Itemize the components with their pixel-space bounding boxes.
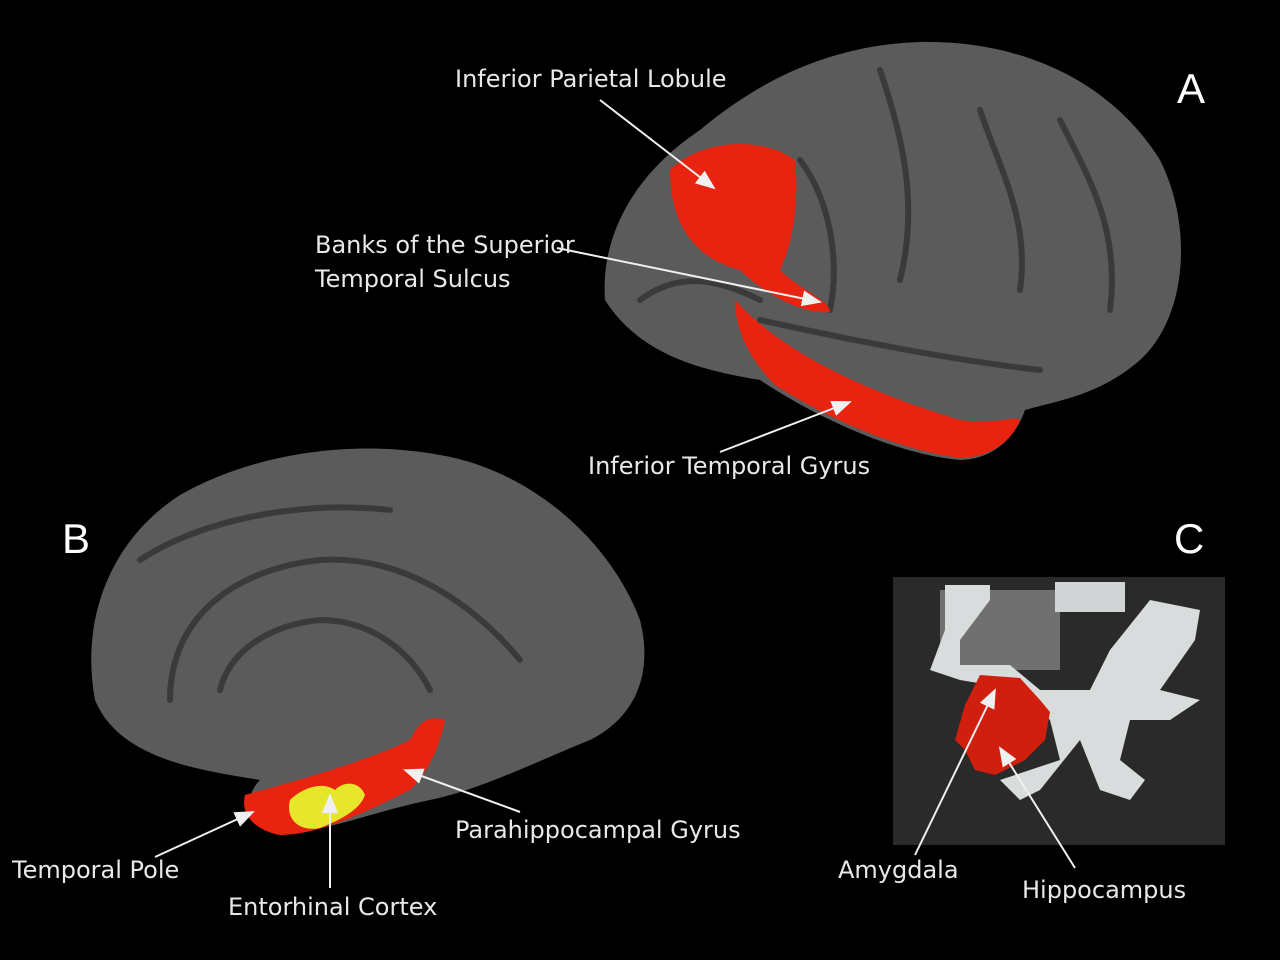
amygdala-hippocampus-highlight xyxy=(955,675,1050,775)
panel-label-a: A xyxy=(1177,65,1205,112)
arrow-hippocampus xyxy=(998,746,1076,869)
label-banks-sts-line1: Banks of the Superior xyxy=(315,231,575,259)
arrow-itg xyxy=(719,400,852,453)
label-parahippocampal-gyrus: Parahippocampal Gyrus xyxy=(455,816,741,844)
arrow-parahippocampal xyxy=(403,768,521,813)
arrow-bsts xyxy=(556,247,822,307)
label-inferior-temporal-gyrus: Inferior Temporal Gyrus xyxy=(588,452,870,480)
medial-brain-surface xyxy=(91,448,645,835)
inferior-temporal-highlight xyxy=(735,300,1020,458)
label-hippocampus: Hippocampus xyxy=(1022,876,1186,904)
label-banks-sts-line2: Temporal Sulcus xyxy=(314,265,511,293)
label-inferior-parietal-lobule: Inferior Parietal Lobule xyxy=(455,65,727,93)
panel-label-c: C xyxy=(1174,515,1204,562)
lateral-brain-surface xyxy=(604,41,1182,461)
label-amygdala: Amygdala xyxy=(838,856,959,884)
arrow-ipl xyxy=(599,99,716,190)
panel-label-b: B xyxy=(62,515,90,562)
label-entorhinal-cortex: Entorhinal Cortex xyxy=(228,893,437,921)
arrow-amygdala xyxy=(914,688,996,856)
arrow-temporal-pole xyxy=(154,811,255,858)
label-temporal-pole: Temporal Pole xyxy=(11,856,179,884)
mri-coronal-slice xyxy=(893,577,1225,845)
